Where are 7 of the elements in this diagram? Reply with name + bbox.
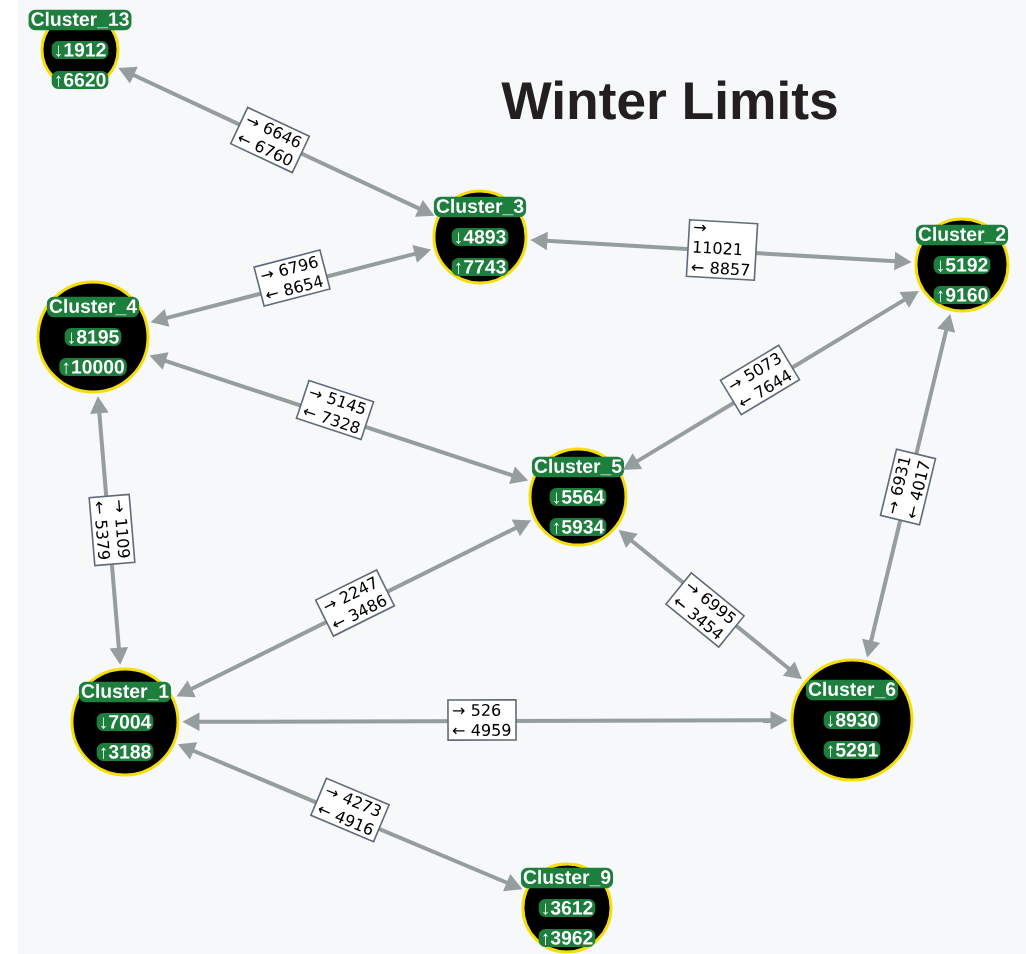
title: Winter Limits xyxy=(501,80,837,120)
edge-label: → 6646 ← 6760 xyxy=(229,106,311,174)
edge-label: → 11021 ← 8857 xyxy=(685,218,759,282)
edge-label: → 6796 ← 8654 xyxy=(253,249,331,307)
edge-label: → 6931 ← 4017 xyxy=(879,448,937,526)
edge-label: → 5145 ← 7328 xyxy=(295,379,375,441)
edge-label: → 526 ← 4959 xyxy=(447,699,517,741)
